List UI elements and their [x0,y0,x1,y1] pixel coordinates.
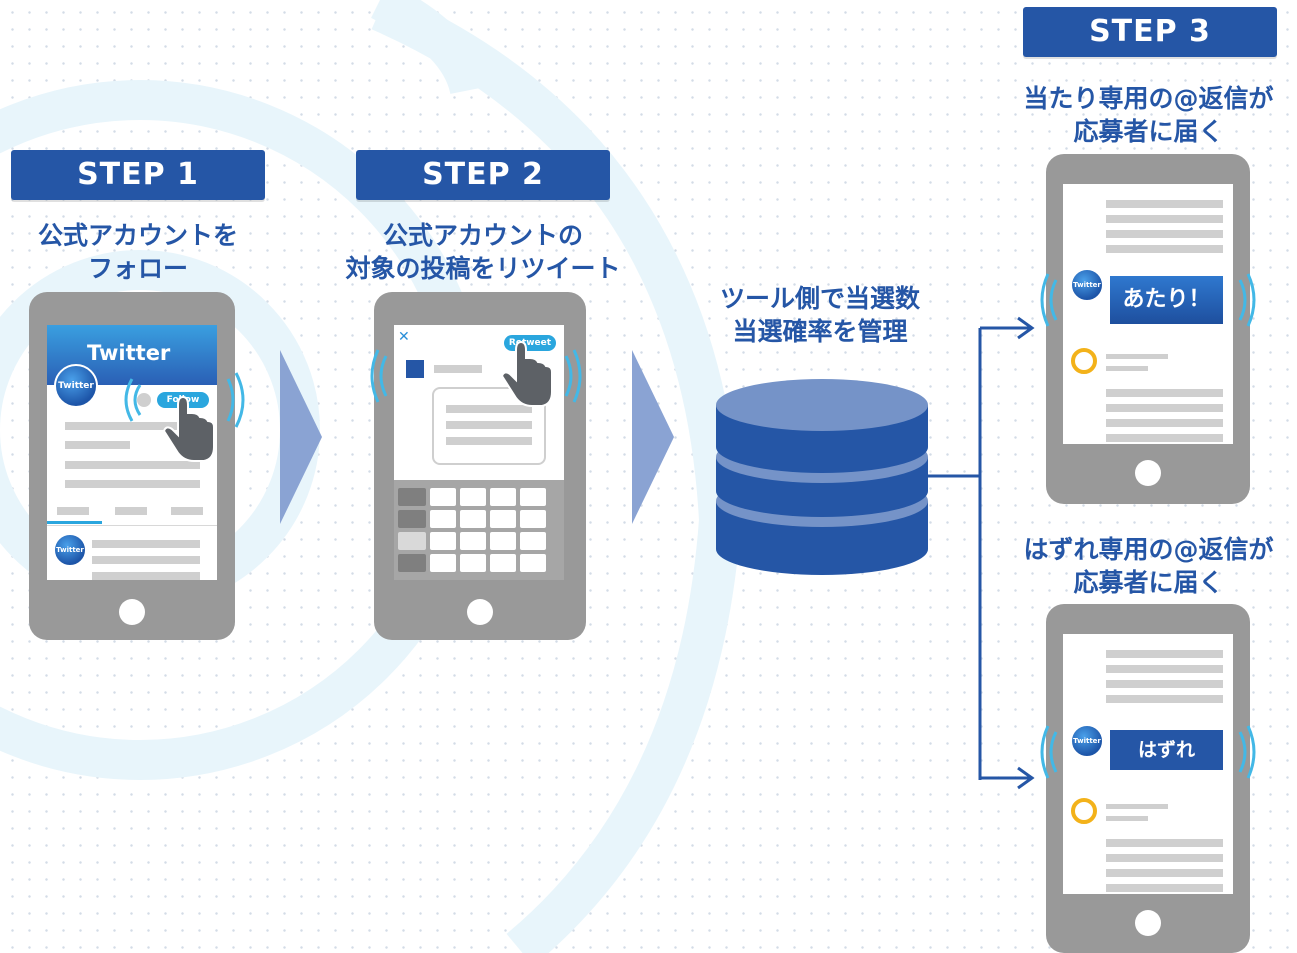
text-line [1106,215,1223,223]
text-line [1106,354,1168,359]
step2-caption: 公式アカウントの 対象の投稿をリツイート [320,219,646,285]
vibration-arc-icon [1040,273,1256,327]
win-caption-line2: 応募者に届く [1073,117,1224,146]
lose-caption: はずれ専用の@返信が 応募者に届く [1000,533,1297,599]
win-caption-line1: 当たり専用の@返信が [1023,84,1274,113]
step1-caption: 公式アカウントを フォロー [0,219,276,285]
text-line [92,556,200,564]
win-screen: Twitter あたり！ [1063,184,1233,444]
home-button [1135,910,1161,936]
win-avatar: Twitter [1070,268,1104,302]
user-avatar-icon [1071,798,1097,824]
step3-badge: STEP 3 [1023,7,1277,57]
step2-caption-line2: 対象の投稿をリツイート [345,254,621,283]
text-line [1106,389,1223,397]
lose-avatar: Twitter [1070,724,1104,758]
win-result-label: あたり！ [1110,276,1223,324]
vibration-arc-icon [124,372,245,428]
step1-caption-line1: 公式アカウントを [37,221,238,250]
text-line [1106,434,1223,442]
step2-badge: STEP 2 [356,150,610,200]
text-line [1106,419,1223,427]
lose-screen: Twitter はずれ [1063,634,1233,894]
text-line [1106,680,1223,688]
lose-vibration-arcs [1040,725,1256,779]
win-caption: 当たり専用の@返信が 応募者に届く [1000,82,1297,148]
text-line [65,461,200,469]
tool-caption: ツール側で当選数 当選確率を管理 [690,282,950,348]
hand-pointer-icon [162,395,215,462]
home-button [467,599,493,625]
user-avatar-icon [1071,348,1097,374]
text-line [1106,695,1223,703]
tweet-avatar: Twitter [53,533,87,567]
step2-tap-graphics [370,340,582,407]
text-line [92,540,200,548]
text-line [1106,200,1223,208]
hand-pointer-icon [500,340,553,407]
text-line [446,421,532,429]
text-line [1106,230,1223,238]
tab-line [57,507,89,515]
tool-caption-line1: ツール側で当選数 [719,284,920,313]
text-line [65,441,130,449]
arrow-icon [280,350,322,524]
text-line [434,365,482,373]
text-line [65,422,200,430]
tab-indicator [47,521,102,524]
database-icon [716,379,928,575]
home-button [119,599,145,625]
lose-caption-line1: はずれ専用の@返信が [1023,535,1274,564]
arrow-icon [632,350,674,524]
lose-caption-line2: 応募者に届く [1073,568,1224,597]
text-line [1106,650,1223,658]
text-line [1106,869,1223,877]
text-line [65,480,200,488]
text-line [1106,884,1223,892]
text-line [1106,404,1223,412]
tab-line [171,507,203,515]
text-line [92,572,200,580]
close-icon[interactable]: ✕ [398,329,410,345]
text-line [1106,804,1168,809]
home-button [1135,460,1161,486]
text-line [1106,816,1148,821]
step1-caption-line2: フォロー [87,254,188,283]
keyboard-keys [398,488,546,572]
vibration-arc-icon [370,349,582,403]
text-line [1106,665,1223,673]
win-phone: Twitter あたり！ [1046,154,1250,504]
twitter-header-title: Twitter [87,341,171,365]
lose-result-label: はずれ [1110,730,1223,770]
text-line [446,405,532,413]
step1-badge: STEP 1 [11,150,265,200]
lose-phone: Twitter はずれ [1046,604,1250,953]
twitter-avatar: Twitter [54,364,98,408]
text-line [446,437,532,445]
tab-line [115,507,147,515]
step2-caption-line1: 公式アカウントの [382,221,583,250]
win-vibration-arcs [1040,273,1256,327]
divider [47,525,217,526]
step1-tap-graphics [124,372,245,462]
text-line [1106,854,1223,862]
follow-toggle-knob [137,393,151,407]
text-line [1106,245,1223,253]
tool-caption-line2: 当選確率を管理 [732,317,908,346]
vibration-arc-icon [1040,725,1256,779]
text-line [1106,366,1148,371]
text-line [1106,839,1223,847]
user-square [406,360,424,378]
connector-lines [925,316,1035,790]
